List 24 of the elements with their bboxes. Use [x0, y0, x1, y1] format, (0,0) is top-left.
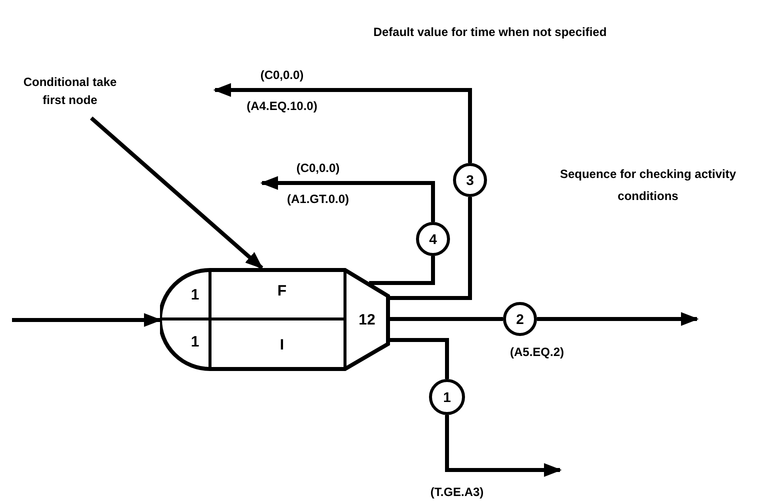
leader-line: [90, 116, 264, 270]
condition-label: (A4.EQ.10.0): [246, 98, 318, 114]
condition-label: (A5.EQ.2): [510, 344, 564, 360]
arrow: [260, 176, 435, 222]
edge-label: (C0,0.0): [260, 67, 304, 83]
cell-text: 12: [358, 312, 376, 328]
arrow: [445, 415, 562, 477]
connector-line: [388, 197, 472, 300]
condition-label: (A1.GT.0.0): [287, 191, 349, 207]
note-text: Default value for time when not specified: [372, 24, 608, 41]
connector-line: [390, 316, 503, 321]
edge-label: (C0,0.0): [296, 160, 340, 176]
cell-text: 1: [190, 334, 200, 350]
cell-text: I: [280, 338, 284, 352]
arrow: [537, 312, 698, 326]
connector-line: [388, 338, 449, 379]
note-text: Sequence for checking activity conditions: [558, 166, 738, 205]
arrow: [12, 313, 162, 328]
cell-text: F: [277, 284, 287, 298]
arrow: [214, 83, 472, 163]
condition-label: (T.GE.A3): [430, 484, 484, 500]
cell-text: 1: [190, 288, 200, 302]
note-text: Conditional take first node: [22, 74, 118, 109]
connector-line: [369, 256, 435, 286]
